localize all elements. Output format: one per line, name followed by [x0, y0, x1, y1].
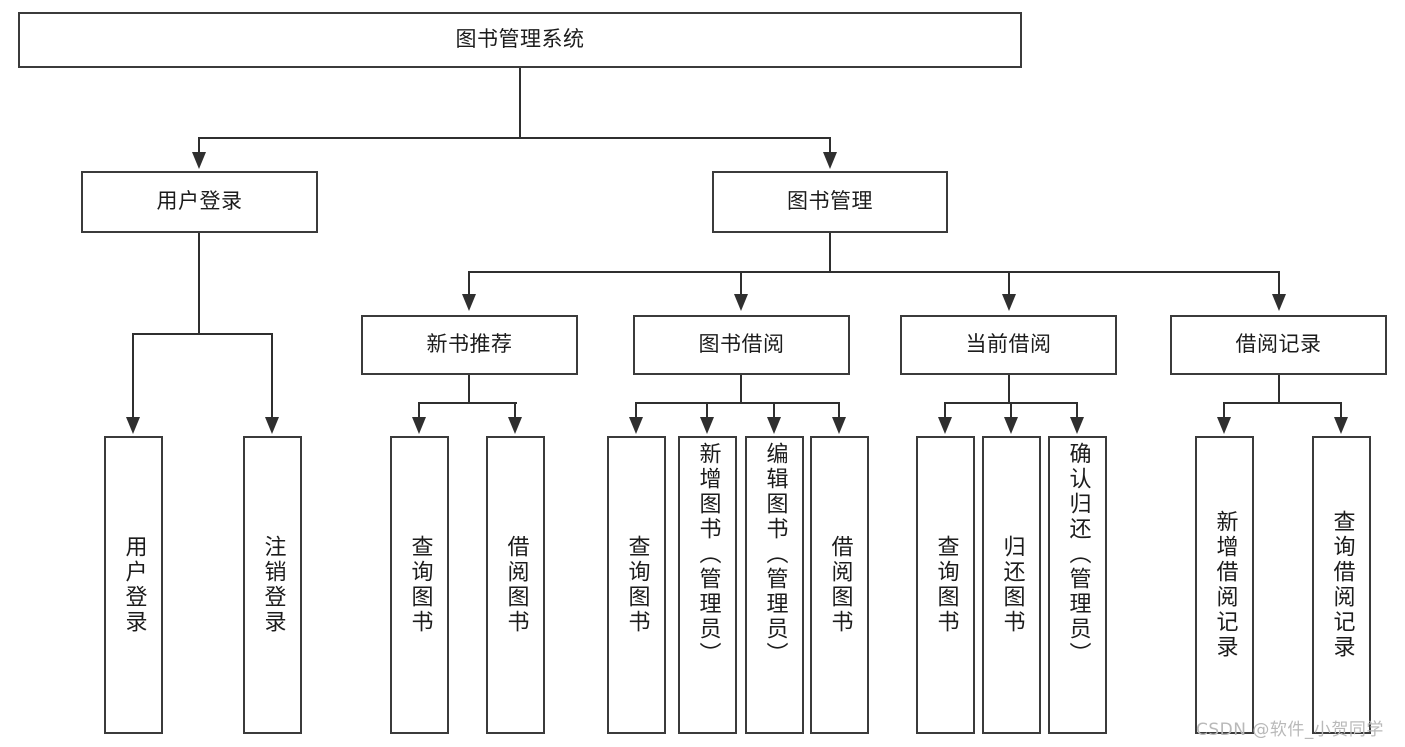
- connector-userlogin-to-leaf2: [271, 333, 274, 419]
- arrow-currentborrow-to-leaf3: [1070, 417, 1084, 434]
- node-label: 查询图书: [407, 535, 433, 635]
- arrow-currentborrow-to-leaf2: [1004, 417, 1018, 434]
- node-label: 新增图书（管理员）: [695, 442, 721, 667]
- node-label: 查询借阅记录: [1329, 510, 1355, 660]
- leaf-bookborrow-query-book[interactable]: 查询图书: [607, 436, 666, 734]
- connector-userlogin-bus: [132, 333, 273, 336]
- node-label: 借阅图书: [503, 535, 529, 635]
- node-label: 借阅记录: [1235, 332, 1322, 357]
- arrow-bookmgmt-to-borrow: [734, 294, 748, 311]
- connector-borrowrecord-bus: [1223, 402, 1342, 405]
- node-label: 新书推荐: [426, 332, 513, 357]
- connector-currentborrow-to-leaf1: [944, 402, 947, 419]
- connector-currentborrow-to-leaf3: [1076, 402, 1079, 419]
- arrow-borrowrecord-to-leaf2: [1334, 417, 1348, 434]
- connector-bookmgmt-to-record: [1278, 271, 1281, 296]
- leaf-bookborrow-add-book[interactable]: 新增图书（管理员）: [678, 436, 737, 734]
- connector-newbook-stem: [468, 375, 471, 404]
- arrow-bookborrow-to-leaf4: [832, 417, 846, 434]
- leaf-bookborrow-borrow-book[interactable]: 借阅图书: [810, 436, 869, 734]
- node-label: 注销登录: [260, 535, 286, 635]
- node-root-system[interactable]: 图书管理系统: [18, 12, 1022, 68]
- node-label: 归还图书: [999, 535, 1025, 635]
- arrow-currentborrow-to-leaf1: [938, 417, 952, 434]
- node-label: 新增借阅记录: [1212, 510, 1238, 660]
- arrow-bookmgmt-to-new: [462, 294, 476, 311]
- arrow-bookmgmt-to-current: [1002, 294, 1016, 311]
- arrow-bookborrow-to-leaf2: [700, 417, 714, 434]
- leaf-currentborrow-query-book[interactable]: 查询图书: [916, 436, 975, 734]
- leaf-borrowrecord-add-record[interactable]: 新增借阅记录: [1195, 436, 1254, 734]
- arrow-bookborrow-to-leaf3: [767, 417, 781, 434]
- node-label: 当前借阅: [965, 332, 1052, 357]
- arrow-root-to-bookmgmt: [823, 152, 837, 169]
- connector-bookmgmt-stem: [829, 233, 832, 273]
- connector-borrowrecord-to-leaf2: [1340, 402, 1343, 419]
- node-label: 借阅图书: [827, 535, 853, 635]
- leaf-currentborrow-confirm-return[interactable]: 确认归还（管理员）: [1048, 436, 1107, 734]
- node-book-borrow[interactable]: 图书借阅: [633, 315, 850, 375]
- node-label: 图书借阅: [698, 332, 785, 357]
- connector-bookmgmt-to-borrow: [740, 271, 743, 296]
- leaf-newbook-borrow-book[interactable]: 借阅图书: [486, 436, 545, 734]
- node-label: 用户登录: [156, 189, 243, 214]
- node-label: 用户登录: [121, 535, 147, 635]
- connector-bookborrow-stem: [740, 375, 743, 404]
- node-borrow-record[interactable]: 借阅记录: [1170, 315, 1387, 375]
- connector-bookborrow-to-leaf1: [635, 402, 638, 419]
- node-label: 查询图书: [624, 535, 650, 635]
- connector-userlogin-to-leaf1: [132, 333, 135, 419]
- connector-bookborrow-to-leaf2: [706, 402, 709, 419]
- arrow-newbook-to-leaf2: [508, 417, 522, 434]
- connector-root-bus: [198, 137, 831, 140]
- connector-bookmgmt-to-new: [468, 271, 471, 296]
- connector-borrowrecord-to-leaf1: [1223, 402, 1226, 419]
- connector-bookmgmt-to-current: [1008, 271, 1011, 296]
- connector-bookmgmt-bus: [468, 271, 1280, 274]
- connector-newbook-to-leaf2: [514, 402, 517, 419]
- connector-root-stem: [519, 68, 522, 139]
- node-label: 查询图书: [933, 535, 959, 635]
- connector-bookborrow-bus: [635, 402, 840, 405]
- connector-newbook-bus: [418, 402, 517, 405]
- connector-root-to-bookmgmt: [829, 137, 832, 154]
- connector-userlogin-stem: [198, 233, 201, 335]
- leaf-user-login[interactable]: 用户登录: [104, 436, 163, 734]
- arrow-userlogin-to-leaf1: [126, 417, 140, 434]
- node-book-management[interactable]: 图书管理: [712, 171, 948, 233]
- node-new-book-recommend[interactable]: 新书推荐: [361, 315, 578, 375]
- leaf-currentborrow-return-book[interactable]: 归还图书: [982, 436, 1041, 734]
- connector-bookborrow-to-leaf4: [838, 402, 841, 419]
- node-label: 图书管理: [787, 189, 873, 214]
- arrow-borrowrecord-to-leaf1: [1217, 417, 1231, 434]
- connector-borrowrecord-stem: [1278, 375, 1281, 404]
- node-label: 编辑图书（管理员）: [762, 442, 788, 667]
- arrow-root-to-userlogin: [192, 152, 206, 169]
- leaf-newbook-query-book[interactable]: 查询图书: [390, 436, 449, 734]
- node-label: 确认归还（管理员）: [1065, 442, 1091, 667]
- node-label: 图书管理系统: [455, 27, 585, 52]
- leaf-logout[interactable]: 注销登录: [243, 436, 302, 734]
- csdn-watermark: CSDN @软件_小贺同学: [1196, 720, 1384, 740]
- arrow-bookborrow-to-leaf1: [629, 417, 643, 434]
- leaf-borrowrecord-query-record[interactable]: 查询借阅记录: [1312, 436, 1371, 734]
- connector-bookborrow-to-leaf3: [773, 402, 776, 419]
- node-user-login[interactable]: 用户登录: [81, 171, 318, 233]
- arrow-bookmgmt-to-record: [1272, 294, 1286, 311]
- node-current-borrow[interactable]: 当前借阅: [900, 315, 1117, 375]
- connector-currentborrow-stem: [1008, 375, 1011, 404]
- arrow-userlogin-to-leaf2: [265, 417, 279, 434]
- arrow-newbook-to-leaf1: [412, 417, 426, 434]
- leaf-bookborrow-edit-book[interactable]: 编辑图书（管理员）: [745, 436, 804, 734]
- connector-newbook-to-leaf1: [418, 402, 421, 419]
- connector-currentborrow-to-leaf2: [1010, 402, 1013, 419]
- connector-root-to-userlogin: [198, 137, 201, 154]
